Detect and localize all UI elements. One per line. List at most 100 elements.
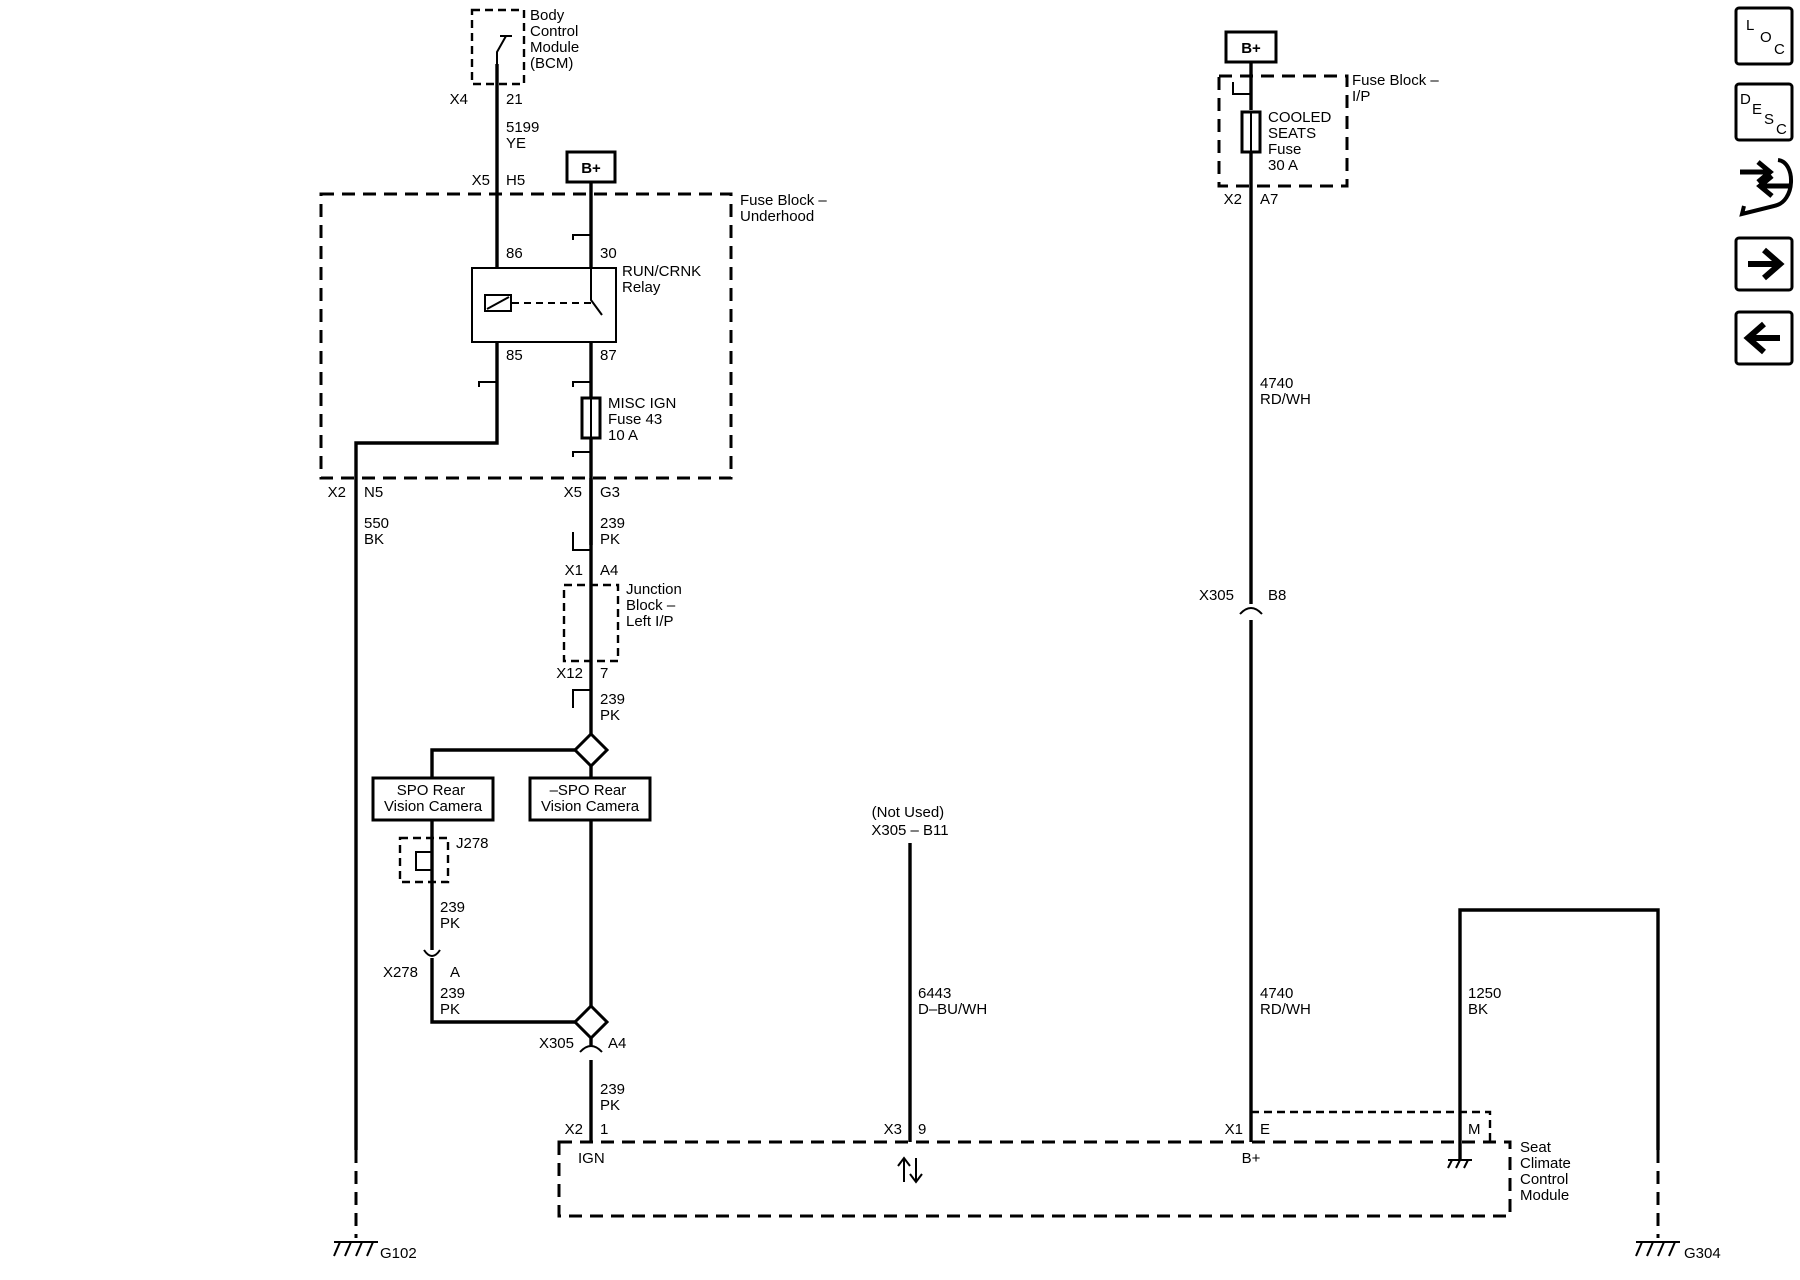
connector-label: X5 (564, 484, 582, 501)
bcm-switch-symbol (496, 35, 512, 64)
connector-label: X5 (472, 172, 490, 189)
pin-label: A7 (1260, 191, 1278, 208)
fuse-block-ip-label: Fuse Block – I/P (1352, 72, 1443, 105)
label-line: Underhood (740, 208, 814, 225)
bidirectional-signal-icon (897, 1156, 923, 1184)
loc-letter: L (1746, 17, 1754, 34)
junction-block-label: Junction Block – Left I/P (626, 581, 686, 630)
wire-circuit: 4740 (1260, 375, 1293, 392)
label-line: Climate (1520, 1155, 1571, 1172)
x305-connector-icon (1239, 607, 1263, 615)
wire-color: D–BU/WH (918, 1001, 987, 1018)
x278-connector-icon (423, 949, 441, 957)
wire-label-550: 550 BK (364, 515, 393, 548)
pin-label: 1 (600, 1121, 608, 1138)
label-line: SPO Rear (397, 782, 465, 799)
connector-symbol (1232, 82, 1251, 95)
wire-circuit: 4740 (1260, 985, 1293, 1002)
j278-outline (398, 836, 450, 884)
desc-letter: C (1776, 121, 1787, 138)
wire-circuit: 5199 (506, 119, 539, 136)
next-button[interactable] (1734, 236, 1794, 292)
wire-circuit: 239 (600, 691, 625, 708)
pin-label: 7 (600, 665, 608, 682)
not-spo-camera-label: –SPO Rear Vision Camera (541, 782, 640, 815)
module-outline (557, 1140, 1512, 1218)
spo-camera-option (371, 776, 495, 822)
wire-splice-spo (430, 748, 575, 778)
bplus-label: B+ (1241, 40, 1261, 57)
location-button-frame (1734, 6, 1794, 66)
wire-color: YE (506, 135, 526, 152)
bcm-label-line: Control (530, 23, 578, 40)
wire-label-5199: 5199 YE (506, 119, 544, 152)
wire-color: PK (440, 915, 460, 932)
label-line: MISC IGN (608, 395, 676, 412)
wire-label-239: 239 PK (600, 1081, 629, 1114)
location-button[interactable]: L O C (1734, 6, 1794, 66)
label-line: Relay (622, 279, 661, 296)
connector-symbol (478, 381, 497, 387)
wire-label-6443: 6443 D–BU/WH (918, 985, 987, 1018)
connector-label: X1 (565, 562, 583, 579)
module-sub-connector-outline (1251, 1110, 1492, 1142)
wrench-icon (1739, 158, 1793, 217)
run-crnk-relay (471, 267, 617, 343)
seat-module-label: Seat Climate Control Module (1520, 1139, 1575, 1204)
connector-label: J278 (456, 835, 489, 852)
wire-label-239: 239 PK (600, 515, 629, 548)
connector-end-view-button[interactable] (1739, 158, 1793, 217)
connector-label: X305 (1199, 587, 1234, 604)
bcm-label-line: (BCM) (530, 55, 573, 72)
fuse-block-underhood: Fuse Block – Underhood B+ RUN/CRNK Relay… (319, 150, 827, 1150)
wire-circuit: 6443 (918, 985, 951, 1002)
body-control-module: Body Control Module (BCM) X4 21 (450, 7, 580, 108)
wire-color: PK (600, 531, 620, 548)
connector-label: X1 (1225, 1121, 1243, 1138)
wire-color: RD/WH (1260, 391, 1311, 408)
pin-label: 30 (600, 245, 617, 262)
pin-label: A (450, 964, 460, 981)
seat-climate-control-module: IGN B+ Seat Climate Control Module (557, 1110, 1575, 1218)
description-button[interactable]: D E S C (1734, 82, 1794, 142)
label-line: Fuse (1268, 141, 1301, 158)
connector-label: X305 (539, 1035, 574, 1052)
wire-circuit: 239 (440, 985, 465, 1002)
pin-label: 86 (506, 245, 523, 262)
pin-label: 21 (506, 91, 523, 108)
ground-icon (1635, 1241, 1680, 1257)
wire-label-239: 239 PK (600, 691, 629, 724)
bplus-box (1224, 30, 1278, 64)
label-line: Vision Camera (541, 798, 640, 815)
label-line: –SPO Rear (550, 782, 627, 799)
label-line: 30 A (1268, 157, 1298, 174)
pin-label: 87 (600, 347, 617, 364)
loc-letter: O (1760, 29, 1772, 46)
wire-label-4740: 4740 RD/WH (1260, 375, 1311, 408)
bcm-label-line: Module (530, 39, 579, 56)
swap-arrows-icon (1740, 160, 1790, 198)
wire-circuit: 239 (600, 515, 625, 532)
wire-label-4740: 4740 RD/WH (1260, 985, 1311, 1018)
bcm-outline (470, 8, 526, 86)
desc-letter: E (1752, 101, 1762, 118)
fuse-block-underhood-outline (319, 192, 733, 480)
previous-button[interactable] (1734, 310, 1794, 366)
connector-label: X278 (383, 964, 418, 981)
pin-label: 85 (506, 347, 523, 364)
cooled-seats-fuse-label: COOLED SEATS Fuse 30 A (1268, 109, 1336, 174)
wire-label-1250: 1250 BK (1468, 985, 1506, 1018)
label-line: COOLED (1268, 109, 1332, 126)
desc-letter: S (1764, 111, 1774, 128)
wire-1250 (1458, 908, 1660, 1160)
connector-symbol (572, 381, 591, 387)
desc-letter: D (1740, 91, 1751, 108)
splice-diamond (572, 1003, 610, 1041)
relay-coil-diagonal (486, 296, 510, 310)
pin-function-label: B+ (1242, 1150, 1261, 1167)
wire-circuit: 239 (440, 899, 465, 916)
wire-label-239: 239 PK (440, 985, 469, 1018)
wire-circuit: 1250 (1468, 985, 1501, 1002)
label-line: Fuse 43 (608, 411, 662, 428)
